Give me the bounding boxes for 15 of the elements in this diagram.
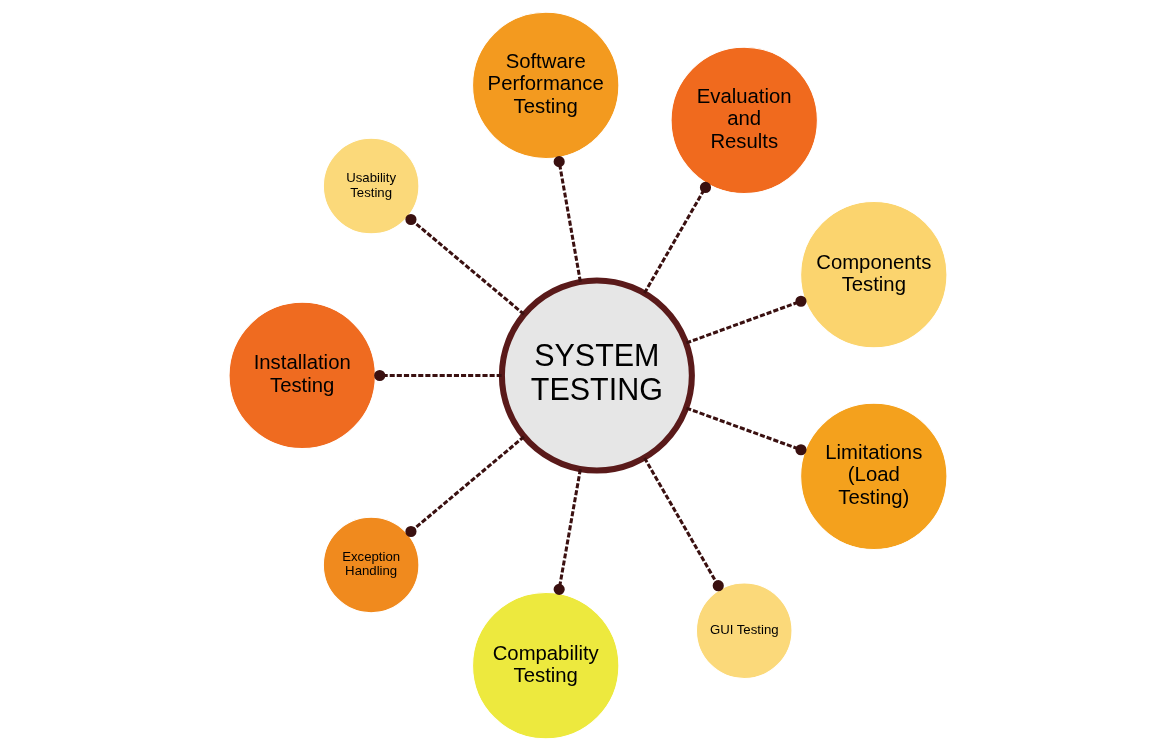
- node-circle: Limitations (Load Testing): [800, 402, 948, 550]
- connector: [553, 156, 582, 282]
- node-circle: Compability Testing: [472, 592, 620, 740]
- node-circle: Installation Testing: [228, 301, 376, 450]
- connector: [685, 295, 807, 345]
- connector: [553, 469, 582, 595]
- connector: [685, 406, 807, 456]
- connector: [374, 369, 502, 382]
- connector: [643, 181, 712, 294]
- connector: [643, 457, 724, 592]
- connector: [405, 213, 525, 316]
- connector: [405, 435, 525, 538]
- node-circle: SYSTEM TESTING: [498, 277, 695, 474]
- node-circle: Software Performance Testing: [472, 11, 620, 159]
- node-circle: Components Testing: [800, 201, 948, 349]
